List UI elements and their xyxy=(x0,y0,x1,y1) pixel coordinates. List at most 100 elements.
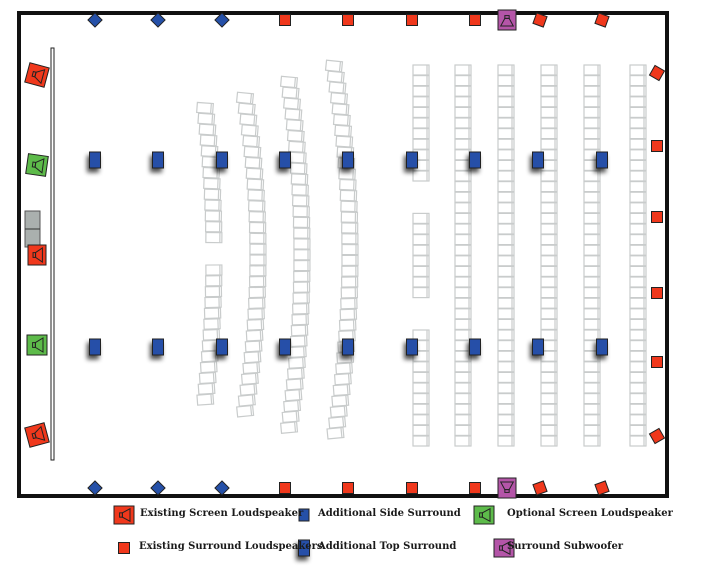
seat xyxy=(284,108,303,121)
seat xyxy=(629,64,647,76)
seat xyxy=(454,318,472,330)
seat xyxy=(629,255,647,267)
seat xyxy=(454,340,472,352)
seat xyxy=(204,221,223,233)
seat xyxy=(203,307,222,320)
seat xyxy=(245,329,264,342)
seat xyxy=(412,371,430,383)
legend-swatch-existing-screen xyxy=(113,505,135,525)
seat xyxy=(629,276,647,288)
speaker-cone-icon xyxy=(31,69,46,85)
seat xyxy=(285,119,304,132)
seat xyxy=(289,151,307,164)
seat xyxy=(412,64,430,76)
existing-surround-speaker xyxy=(150,480,166,496)
seat xyxy=(629,170,647,182)
seat xyxy=(338,168,356,180)
seat xyxy=(288,356,306,369)
seat xyxy=(497,255,515,267)
additional-side-surround xyxy=(469,338,481,356)
seat xyxy=(331,102,350,116)
seat xyxy=(629,138,647,150)
seat xyxy=(240,372,259,386)
seat xyxy=(290,324,309,337)
additional-side-surround xyxy=(532,151,544,169)
seat xyxy=(583,382,601,394)
seat xyxy=(629,361,647,373)
speaker-cone-icon xyxy=(499,540,511,556)
additional-side-surround xyxy=(469,151,481,169)
seat xyxy=(202,166,221,179)
seat xyxy=(497,85,515,97)
existing-surround-speaker xyxy=(651,356,663,368)
seat xyxy=(333,373,352,386)
seat xyxy=(454,117,472,129)
seat xyxy=(236,404,255,418)
seat xyxy=(497,106,515,119)
seat xyxy=(583,223,601,235)
seat xyxy=(497,181,515,193)
legend-label-existing-surround: Existing Surround Loudspeakers xyxy=(139,541,323,552)
seat xyxy=(249,243,267,255)
speaker-cone-icon xyxy=(119,507,131,523)
existing-surround-speaker xyxy=(279,482,291,494)
seat xyxy=(497,350,515,362)
seat xyxy=(497,234,515,246)
seat xyxy=(203,177,221,190)
seat xyxy=(629,149,647,161)
seat xyxy=(244,340,263,353)
existing-surround-speaker xyxy=(648,427,666,445)
seat xyxy=(497,371,515,383)
seat xyxy=(540,371,558,383)
seat xyxy=(497,138,515,150)
seat xyxy=(629,318,647,330)
seat xyxy=(339,189,358,202)
seat xyxy=(237,102,256,116)
seat xyxy=(205,275,223,287)
seat xyxy=(629,85,647,97)
seat xyxy=(540,276,558,288)
seat xyxy=(629,414,647,426)
seat xyxy=(497,435,515,447)
seat xyxy=(629,329,647,341)
seat xyxy=(196,393,215,406)
seat xyxy=(540,106,558,119)
existing-surround-speaker xyxy=(214,12,230,28)
seat xyxy=(412,255,430,267)
seat xyxy=(540,403,558,415)
seat xyxy=(454,159,472,171)
seat xyxy=(540,297,558,309)
seat xyxy=(583,424,601,436)
seat xyxy=(583,361,601,373)
seat xyxy=(326,70,345,84)
seat xyxy=(248,297,266,310)
seat xyxy=(249,232,267,245)
seat xyxy=(339,178,357,191)
seat xyxy=(341,254,359,267)
seat xyxy=(292,292,310,304)
seat xyxy=(583,255,601,267)
seat xyxy=(583,138,601,150)
seat xyxy=(341,265,359,277)
seat xyxy=(583,308,601,320)
seat xyxy=(540,435,558,447)
seat xyxy=(629,117,647,129)
optional-screen-speaker xyxy=(26,334,48,356)
additional-side-surround xyxy=(596,338,608,356)
seat xyxy=(454,181,472,193)
existing-surround-speaker xyxy=(651,140,663,152)
seat xyxy=(497,223,515,235)
seat xyxy=(328,81,347,94)
seat xyxy=(293,249,311,261)
seat xyxy=(340,287,359,299)
seat xyxy=(629,106,647,119)
seat xyxy=(497,149,515,161)
seat xyxy=(583,297,601,309)
additional-side-surround xyxy=(279,151,291,169)
existing-surround-speaker xyxy=(342,482,354,494)
seat xyxy=(332,113,351,127)
seat xyxy=(629,287,647,299)
seat xyxy=(335,362,354,375)
seat xyxy=(454,276,472,288)
seat xyxy=(412,85,430,97)
